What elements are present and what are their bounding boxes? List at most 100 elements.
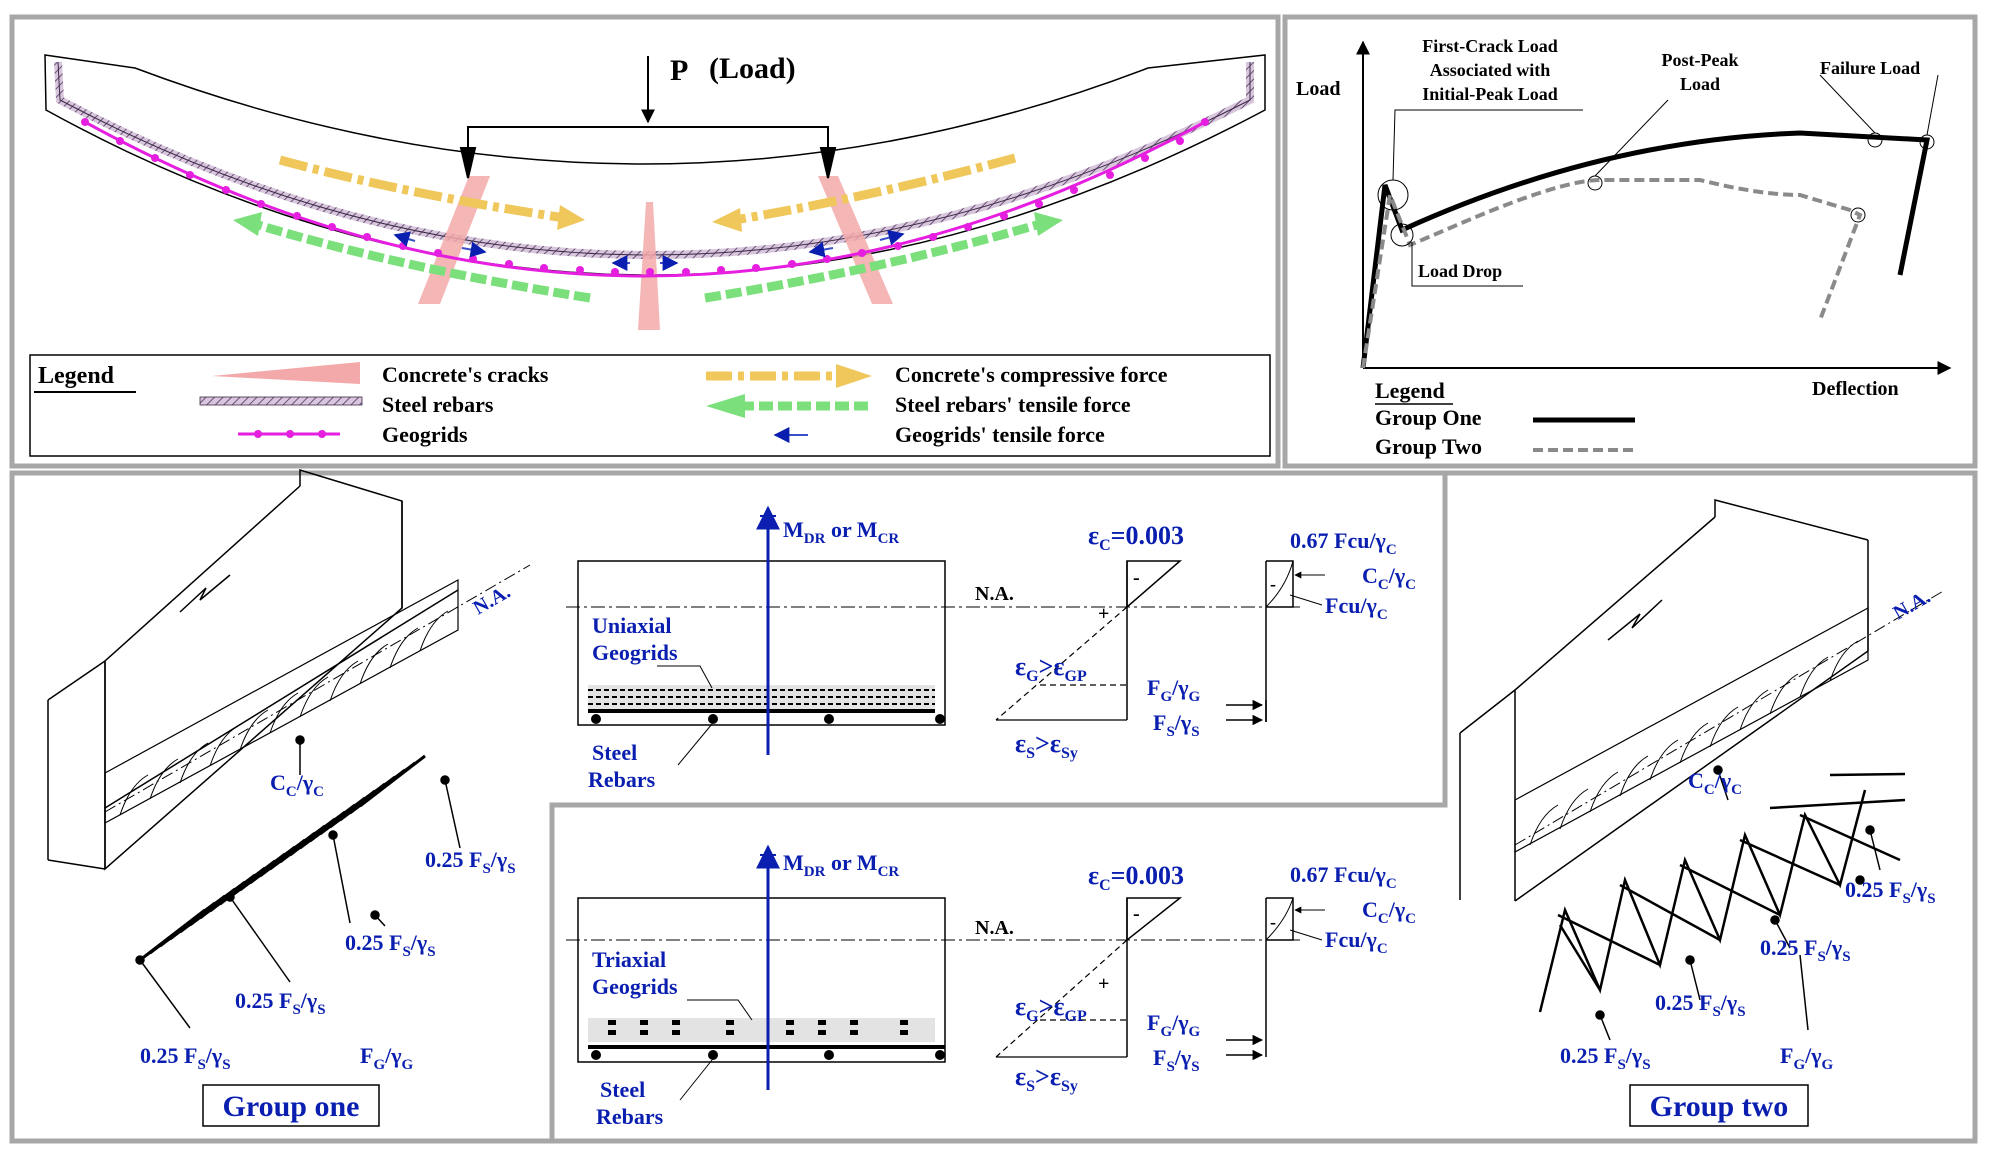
legend-crack-swatch <box>212 362 360 384</box>
uniaxial-fs: FS/γS <box>1153 710 1200 740</box>
legend-compressive-label: Concrete's compressive force <box>895 362 1168 387</box>
panel-frames <box>9 14 1978 1144</box>
y-axis-label: Load <box>1296 78 1340 100</box>
uniaxial-strain-minus: - <box>1133 567 1140 589</box>
uniaxial-label-2: Geogrids <box>592 640 678 665</box>
group-two-na-line <box>1514 589 1946 846</box>
legend-geogrids-label: Geogrids <box>382 422 468 447</box>
x-axis-label: Deflection <box>1812 378 1899 400</box>
curve-panel: Load Deflection First-Crack Load Associa… <box>1296 36 1952 459</box>
group-one-fs-3: 0.25 FS/γS <box>235 988 326 1018</box>
legend-rebar-tensile-label: Steel rebars' tensile force <box>895 392 1131 417</box>
uniaxial-cc: CC/γC <box>1362 563 1416 593</box>
triaxial-label-1: Triaxial <box>592 947 666 972</box>
uniaxial-stress-minus: - <box>1270 574 1276 594</box>
group-two-compression-zone <box>1514 606 1869 854</box>
rebar-tensile-left <box>253 219 591 303</box>
rebar-tensile-right <box>704 219 1042 303</box>
group-one-fs-1: 0.25 FS/γS <box>425 847 516 877</box>
group-one-fg: FG/γG <box>360 1043 414 1073</box>
geogrid-line <box>84 120 1206 278</box>
triaxial-strain-minus: - <box>1133 903 1140 925</box>
uniaxial-steel-2: Rebars <box>588 767 656 792</box>
compressive-force-right <box>734 153 1017 225</box>
group-two-title: Group two <box>1650 1090 1789 1123</box>
beam-legend-box <box>29 354 1271 457</box>
triaxial-eps-c: εC=0.003 <box>1088 861 1184 894</box>
group-two-sketch: N.A. CC/γC 0.25 FS/γS 0.25 FS/γS 0.25 FS… <box>1459 499 1946 1127</box>
group-one-fs-4: 0.25 FS/γS <box>140 1043 231 1073</box>
uniaxial-strain-plus: + <box>1098 603 1109 625</box>
legend-rebar-swatch <box>199 396 363 406</box>
legend-rebars-label: Steel rebars <box>382 392 494 417</box>
beam-panel: P (Load) Legend Concrete's cracks Steel … <box>29 52 1271 457</box>
geogrid-tensile-arrows <box>393 229 905 271</box>
post-peak-line2: Load <box>1680 74 1720 94</box>
uniaxial-eps-c: εC=0.003 <box>1088 521 1184 554</box>
group-two-fs-3: 0.25 FS/γS <box>1655 990 1746 1020</box>
uniaxial-stress-top: 0.67 Fcu/γC <box>1290 528 1397 558</box>
load-drop-label: Load Drop <box>1418 261 1502 281</box>
curve-markers <box>1377 132 1935 247</box>
triaxial-cc: CC/γC <box>1362 897 1416 927</box>
legend-geogrid-tensile-label: Geogrids' tensile force <box>895 422 1105 447</box>
triaxial-eps-s: εS>εSy <box>1015 1062 1078 1095</box>
group-two-label: Group Two <box>1375 434 1482 459</box>
group-one-na-line <box>104 564 531 813</box>
curve-legend-title: Legend <box>1375 378 1445 403</box>
group-two-curve <box>1361 178 1863 369</box>
triaxial-fg: FG/γG <box>1147 1010 1201 1040</box>
uniaxial-fcu: Fcu/γC <box>1325 593 1388 623</box>
group-two-na: N.A. <box>1890 586 1935 624</box>
group-one-na: N.A. <box>470 581 515 619</box>
triaxial-stress-top: 0.67 Fcu/γC <box>1290 862 1397 892</box>
triaxial-steel-2: Rebars <box>596 1104 664 1129</box>
uniaxial-fg: FG/γG <box>1147 675 1201 705</box>
group-two-geogrid <box>1538 772 1906 1013</box>
triaxial-na: N.A. <box>975 917 1014 939</box>
group-two-fg: FG/γG <box>1780 1043 1834 1073</box>
triaxial-label-2: Geogrids <box>592 974 678 999</box>
crack-center <box>638 202 660 330</box>
triaxial-moment-label: MDR or MCR <box>783 850 899 880</box>
uniaxial-section: MDR or MCR N.A. Uniaxial Geogrids Steel … <box>566 505 1416 792</box>
group-one-fs-2: 0.25 FS/γS <box>345 930 436 960</box>
crack-right <box>818 176 893 304</box>
triaxial-strain-plus: + <box>1098 973 1109 995</box>
group-one-sketch: N.A. CC/γC 0.25 FS/γS 0.25 FS/γS 0.25 FS… <box>47 468 531 1127</box>
uniaxial-eps-g: εG>εGP <box>1015 652 1087 685</box>
failure-load-label: Failure Load <box>1820 58 1920 78</box>
triaxial-eps-g: εG>εGP <box>1015 992 1087 1025</box>
first-crack-line2: Associated with <box>1430 60 1551 80</box>
group-two-fs-4: 0.25 FS/γS <box>1560 1043 1651 1073</box>
uniaxial-moment-label: MDR or MCR <box>783 517 899 547</box>
first-crack-line1: First-Crack Load <box>1422 36 1557 56</box>
legend-cracks-label: Concrete's cracks <box>382 362 549 387</box>
beam-legend-title: Legend <box>38 363 115 389</box>
load-text: (Load) <box>709 52 796 85</box>
triaxial-stress-minus: - <box>1270 912 1276 932</box>
callout-lines <box>1392 74 1939 287</box>
uniaxial-na: N.A. <box>975 583 1014 605</box>
uniaxial-label-1: Uniaxial <box>592 613 671 638</box>
triaxial-fcu: Fcu/γC <box>1325 927 1388 957</box>
triaxial-section: MDR or MCR N.A. Triaxial Geogrids Steel … <box>566 844 1416 1129</box>
post-peak-line1: Post-Peak <box>1662 50 1739 70</box>
group-one-curve <box>1360 130 1931 369</box>
group-two-fs-2: 0.25 FS/γS <box>1760 935 1851 965</box>
group-one-compression-zone <box>104 578 459 825</box>
load-arrows <box>459 56 837 179</box>
group-one-cc: CC/γC <box>270 770 324 800</box>
group-one-label: Group One <box>1375 405 1482 430</box>
uniaxial-eps-s: εS>εSy <box>1015 729 1078 762</box>
triaxial-fs: FS/γS <box>1153 1045 1200 1075</box>
load-symbol: P <box>670 54 688 87</box>
group-two-fs-1: 0.25 FS/γS <box>1845 877 1936 907</box>
first-crack-line3: Initial-Peak Load <box>1422 84 1558 104</box>
group-two-cc: CC/γC <box>1688 768 1742 798</box>
uniaxial-steel-1: Steel <box>592 740 637 765</box>
compressive-force-left <box>278 155 566 223</box>
group-one-title: Group one <box>223 1090 360 1123</box>
